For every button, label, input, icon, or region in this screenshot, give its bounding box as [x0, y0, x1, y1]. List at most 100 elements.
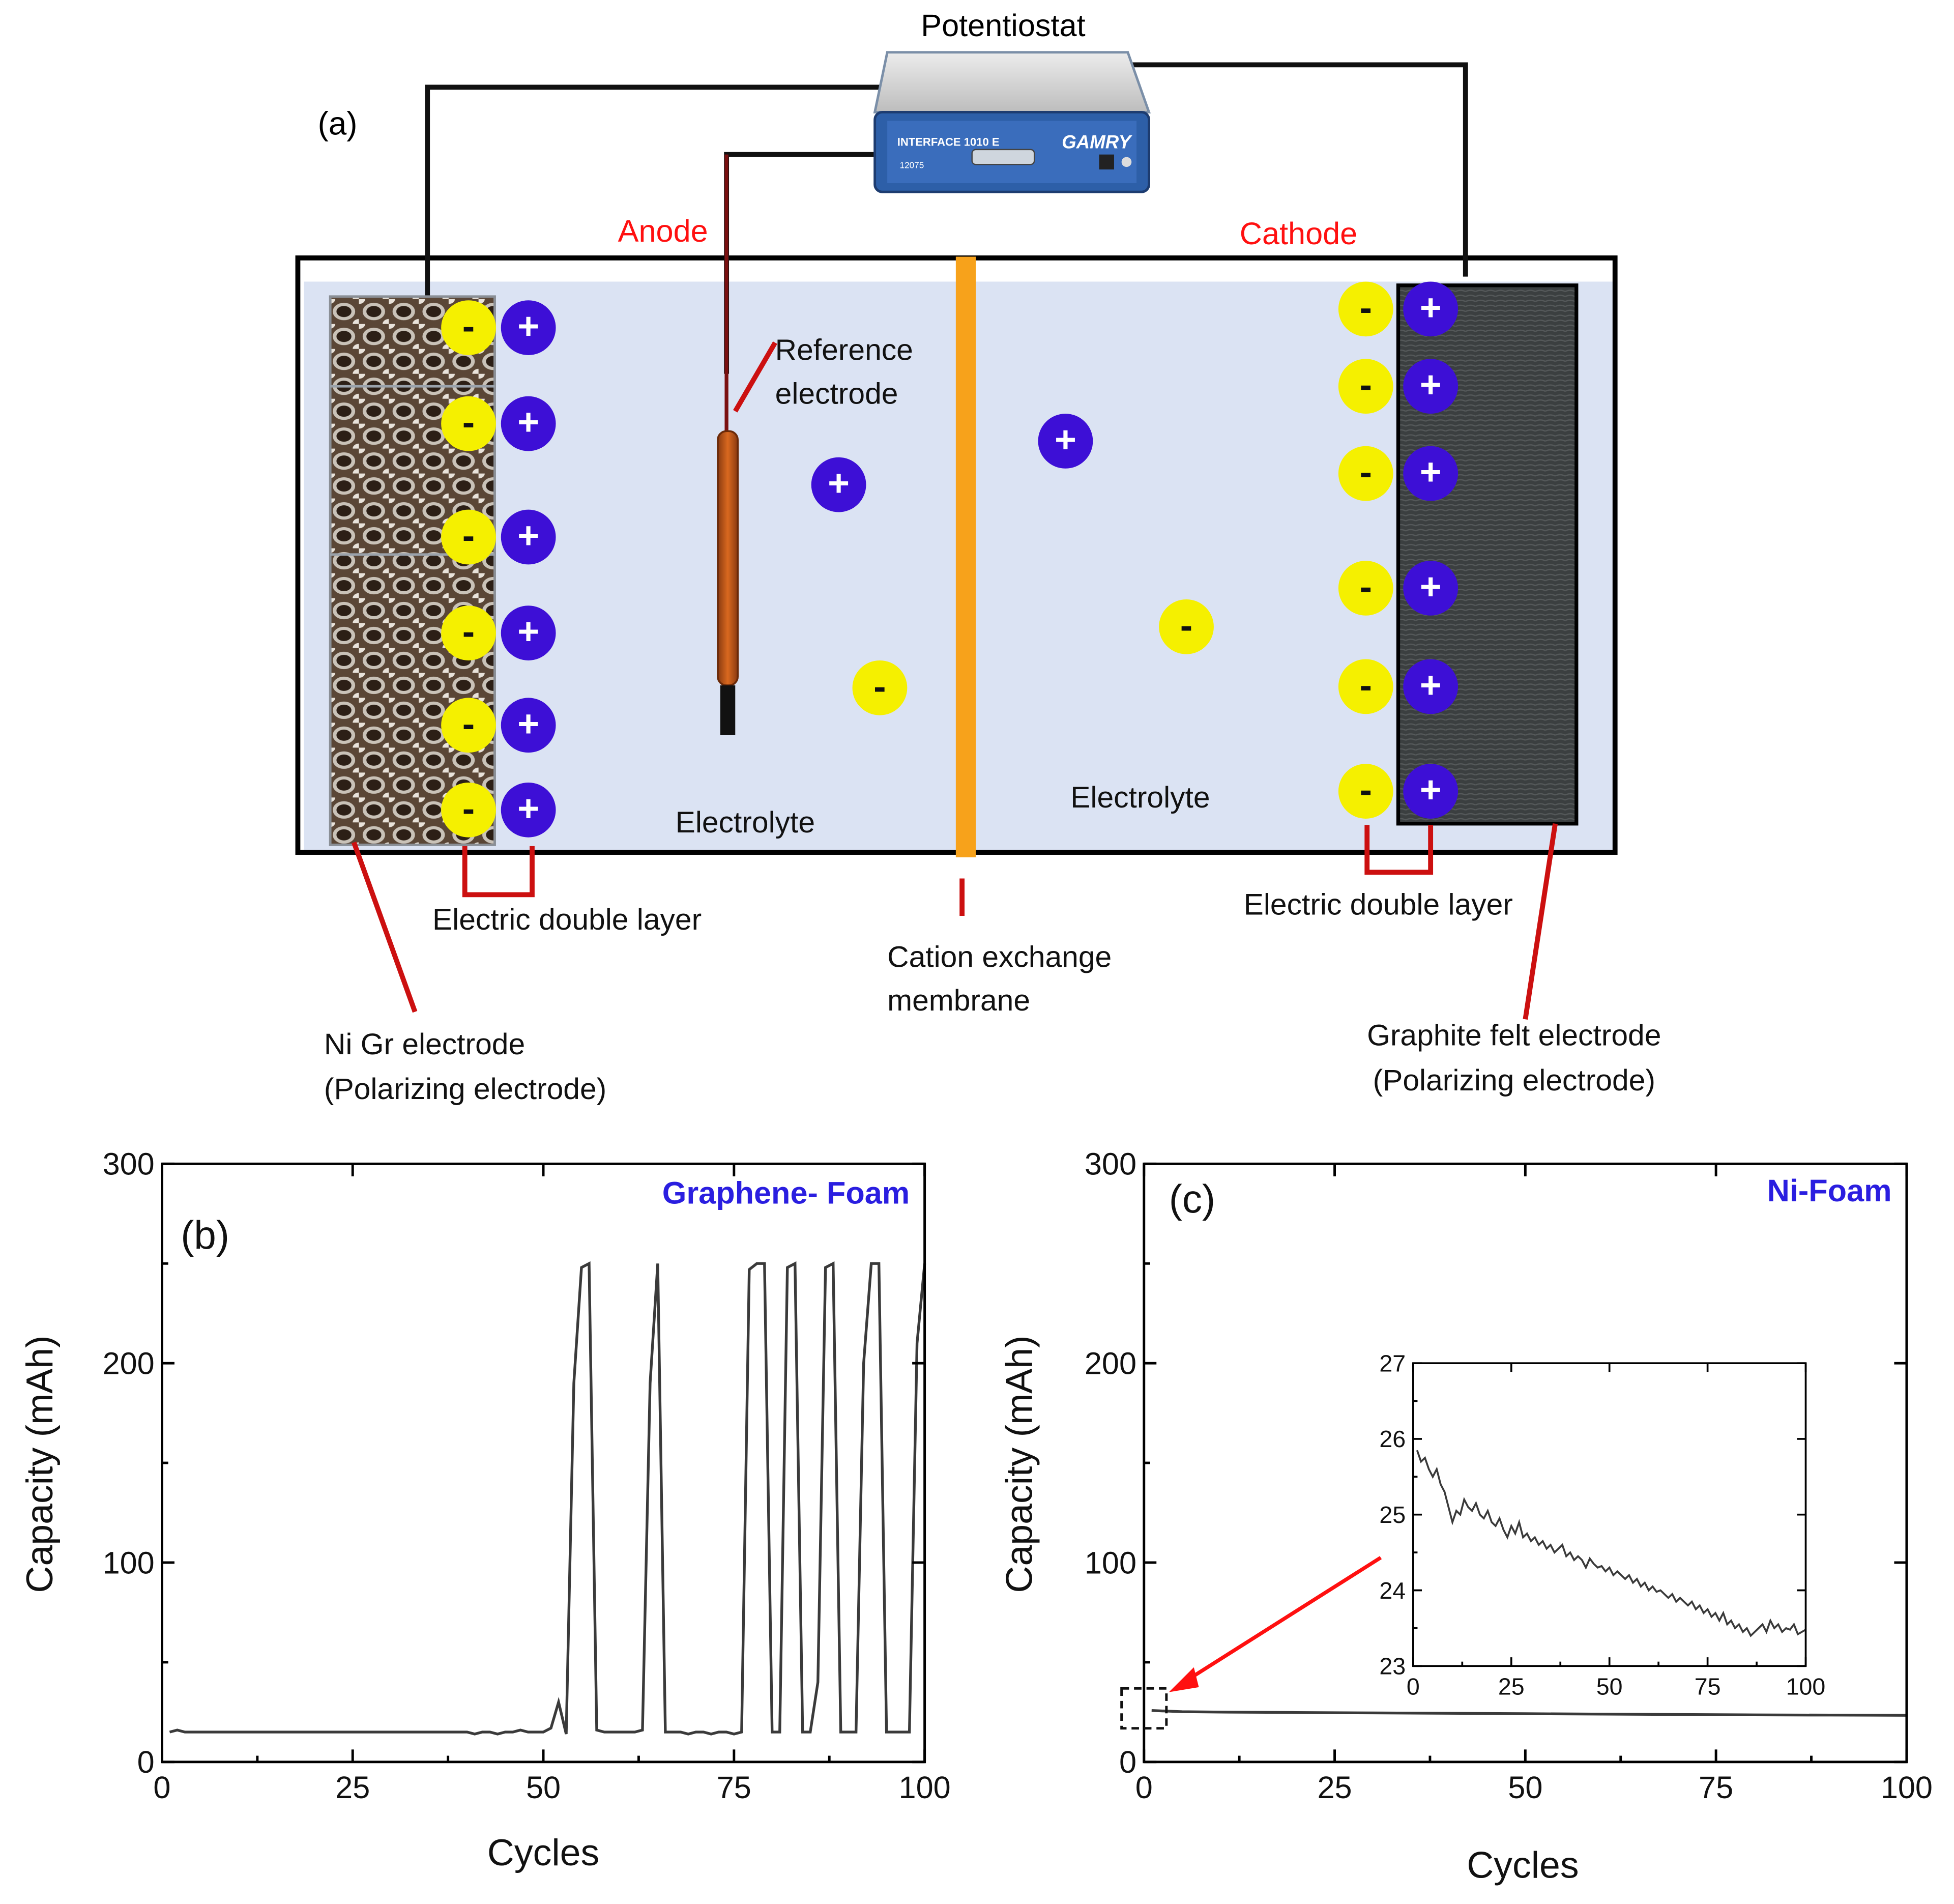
x-tick-label: 75	[1695, 1674, 1721, 1700]
plus-sign: +	[517, 787, 539, 829]
potentiostat-model-text: INTERFACE 1010 E	[897, 136, 1000, 149]
chart-c-series-line	[1151, 1709, 1907, 1717]
y-tick-label: 300	[103, 1147, 155, 1181]
anion-left-edl: -	[441, 396, 496, 451]
x-tick-label: 100	[1786, 1674, 1826, 1700]
y-tick-label: 100	[1085, 1545, 1136, 1580]
potentiostat-serial-text: 12075	[900, 160, 924, 170]
edl-left-label: Electric double layer	[432, 903, 702, 936]
potentiostat-brand-text: GAMRY	[1062, 131, 1133, 152]
inset-background	[1413, 1363, 1806, 1666]
cation-right-edl: +	[1403, 281, 1459, 337]
plus-sign: +	[1420, 565, 1442, 608]
zoom-arrow-line	[1183, 1556, 1382, 1684]
minus-sign: -	[462, 787, 475, 829]
plus-sign: +	[1055, 418, 1076, 460]
minus-sign: -	[1180, 604, 1192, 646]
chart-b-ylabel: Capacity (mAh)	[18, 1335, 61, 1593]
cation-exchange-membrane	[955, 256, 976, 857]
cation-left-edl: +	[501, 698, 556, 753]
plus-sign: +	[517, 305, 539, 347]
membrane-label-line1: Cation exchange	[887, 940, 1112, 973]
electrolyte-left-label: Electrolyte	[676, 806, 815, 839]
left-electrode-label-line1: Ni Gr electrode	[324, 1028, 525, 1061]
cation-left-edl: +	[501, 509, 556, 565]
y-tick-label: 24	[1379, 1577, 1406, 1604]
anion-right-edl: -	[1338, 659, 1393, 714]
minus-sign: -	[1360, 286, 1372, 328]
chart-c-panel-label: (c)	[1169, 1176, 1215, 1221]
anion-right-edl: -	[1338, 561, 1393, 616]
x-tick-label: 25	[1498, 1674, 1525, 1700]
cation-anolyte: +	[811, 457, 866, 512]
minus-sign: -	[1360, 565, 1372, 608]
membrane-label-line2: membrane	[887, 984, 1030, 1017]
anode-label: Anode	[618, 214, 708, 248]
y-tick-label: 27	[1379, 1350, 1406, 1376]
electrolyte-right-label: Electrolyte	[1070, 781, 1210, 814]
plus-sign: +	[1420, 663, 1442, 706]
chart-b-title: Graphene- Foam	[662, 1176, 910, 1210]
minus-sign: -	[1360, 768, 1372, 811]
anion-anolyte: -	[852, 660, 908, 715]
cation-right-edl: +	[1403, 561, 1459, 616]
panel-a: (a) INTERFACE 1010 E GAMRY 12075 Potenti…	[295, 8, 1661, 1106]
y-tick-label: 0	[1119, 1745, 1136, 1779]
y-tick-label: 200	[1085, 1346, 1136, 1381]
chart-b-panel-label: (b)	[181, 1213, 229, 1257]
left-electrode-label-line2: (Polarizing electrode)	[324, 1073, 606, 1106]
cation-left-edl: +	[501, 782, 556, 838]
x-tick-label: 25	[335, 1770, 370, 1805]
anion-left-edl: -	[441, 782, 496, 838]
y-tick-label: 25	[1379, 1502, 1406, 1528]
cation-left-edl: +	[501, 300, 556, 355]
chart-c-title: Ni-Foam	[1767, 1173, 1892, 1208]
anion-catholyte: -	[1159, 599, 1214, 654]
cation-catholyte: +	[1038, 414, 1093, 469]
chart-c-xlabel: Cycles	[1467, 1844, 1579, 1886]
x-tick-label: 0	[1407, 1674, 1420, 1700]
cation-right-edl: +	[1403, 446, 1459, 501]
right-electrode-label-line1: Graphite felt electrode	[1367, 1019, 1661, 1052]
plus-sign: +	[1420, 286, 1442, 328]
reference-electrode-label-line1: Reference	[775, 334, 913, 367]
minus-sign: -	[462, 702, 475, 744]
y-tick-label: 100	[103, 1545, 155, 1580]
minus-sign: -	[462, 401, 475, 443]
anion-right-edl: -	[1338, 359, 1393, 414]
x-tick-label: 0	[153, 1770, 170, 1805]
chart-b-xlabel: Cycles	[487, 1831, 599, 1873]
x-tick-label: 100	[1881, 1770, 1933, 1805]
plus-sign: +	[517, 610, 539, 652]
chart-b-series-line	[169, 1261, 926, 1736]
x-tick-label: 25	[1317, 1770, 1352, 1805]
minus-sign: -	[1360, 363, 1372, 406]
x-tick-label: 75	[1699, 1770, 1733, 1805]
x-tick-label: 50	[1596, 1674, 1623, 1700]
ni-gr-electrode	[329, 295, 496, 846]
anion-left-edl: -	[441, 509, 496, 565]
anion-left-edl: -	[441, 605, 496, 660]
reference-electrode-label-line2: electrode	[775, 377, 898, 410]
reference-electrode	[717, 154, 739, 735]
plus-sign: +	[1420, 363, 1442, 406]
anion-right-edl: -	[1338, 764, 1393, 819]
cation-left-edl: +	[501, 396, 556, 451]
plus-sign: +	[828, 462, 850, 504]
right-electrode-label-line2: (Polarizing electrode)	[1373, 1064, 1655, 1097]
x-tick-label: 50	[1508, 1770, 1542, 1805]
y-tick-label: 0	[137, 1745, 155, 1779]
panel-a-label: (a)	[318, 105, 358, 141]
potentiostat-label: Potentiostat	[921, 8, 1085, 43]
x-tick-label: 75	[717, 1770, 751, 1805]
edl-right-label: Electric double layer	[1244, 888, 1513, 921]
zoom-region-box	[1120, 1687, 1168, 1730]
minus-sign: -	[1360, 663, 1372, 706]
anion-right-edl: -	[1338, 281, 1393, 337]
potentiostat-device: INTERFACE 1010 E GAMRY 12075	[873, 51, 1151, 193]
cation-right-edl: +	[1403, 659, 1459, 714]
plus-sign: +	[1420, 451, 1442, 493]
